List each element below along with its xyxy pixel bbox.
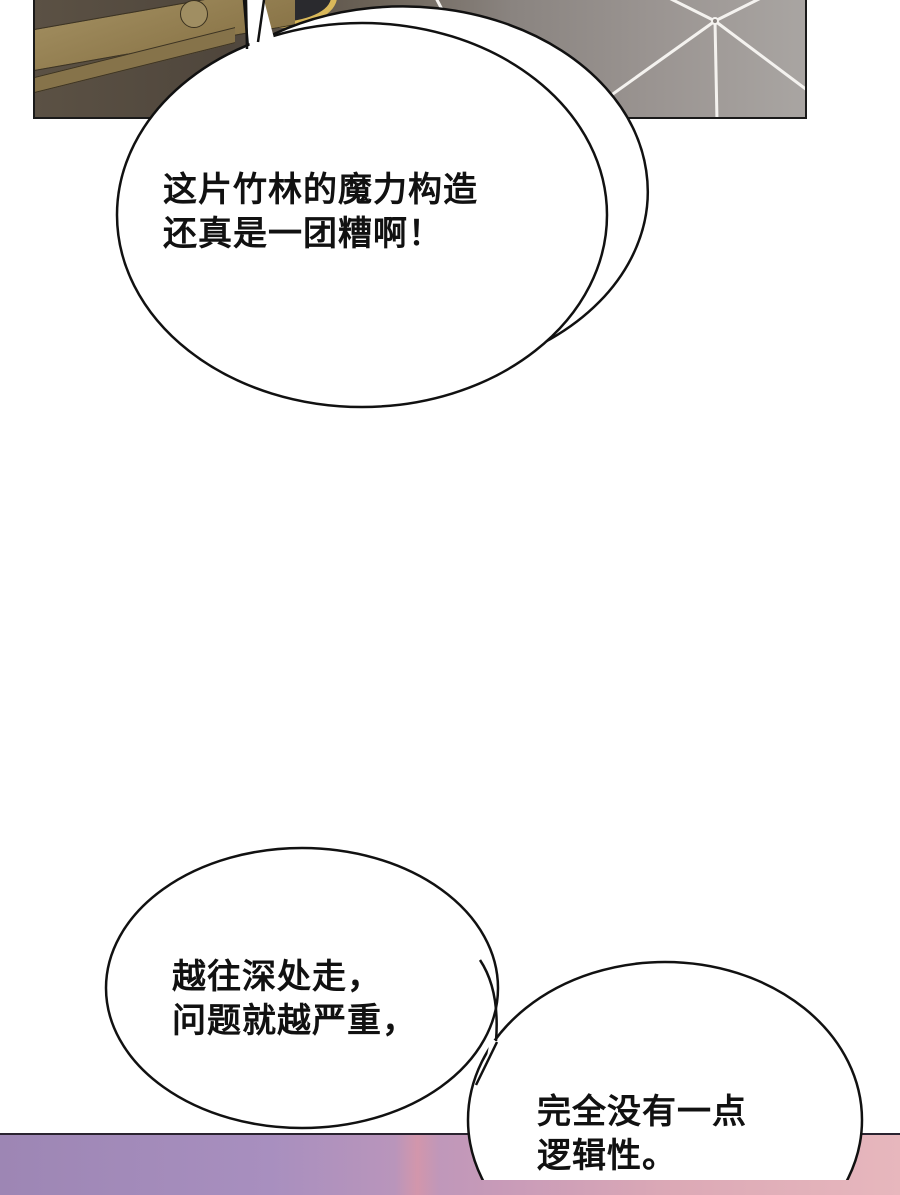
speech-bubble-1-text: 这片竹林的魔力构造 还真是一团糟啊！ (163, 168, 478, 256)
top-panel (33, 0, 807, 119)
bubble-3-line-2: 逻辑性。 (537, 1136, 677, 1176)
bubble-1-line-2: 还真是一团糟啊！ (163, 214, 443, 254)
bubble-3-line-1: 完全没有一点 (537, 1092, 747, 1132)
bubble-2-line-2: 问题就越严重， (172, 1001, 417, 1041)
speech-bubble-3-text: 完全没有一点 逻辑性。 (537, 1090, 747, 1178)
bubble-2-line-1: 越往深处走， (172, 957, 382, 997)
tile-grout-lines (435, 0, 805, 117)
bubble-1-line-1: 这片竹林的魔力构造 (163, 170, 478, 210)
speech-bubble-2-text: 越往深处走， 问题就越严重， (172, 955, 417, 1043)
bottom-panel (0, 1133, 900, 1195)
bubble-connector-tail (480, 1040, 500, 1095)
hair-streak (395, 1135, 440, 1195)
rosette-ornament (180, 0, 208, 28)
